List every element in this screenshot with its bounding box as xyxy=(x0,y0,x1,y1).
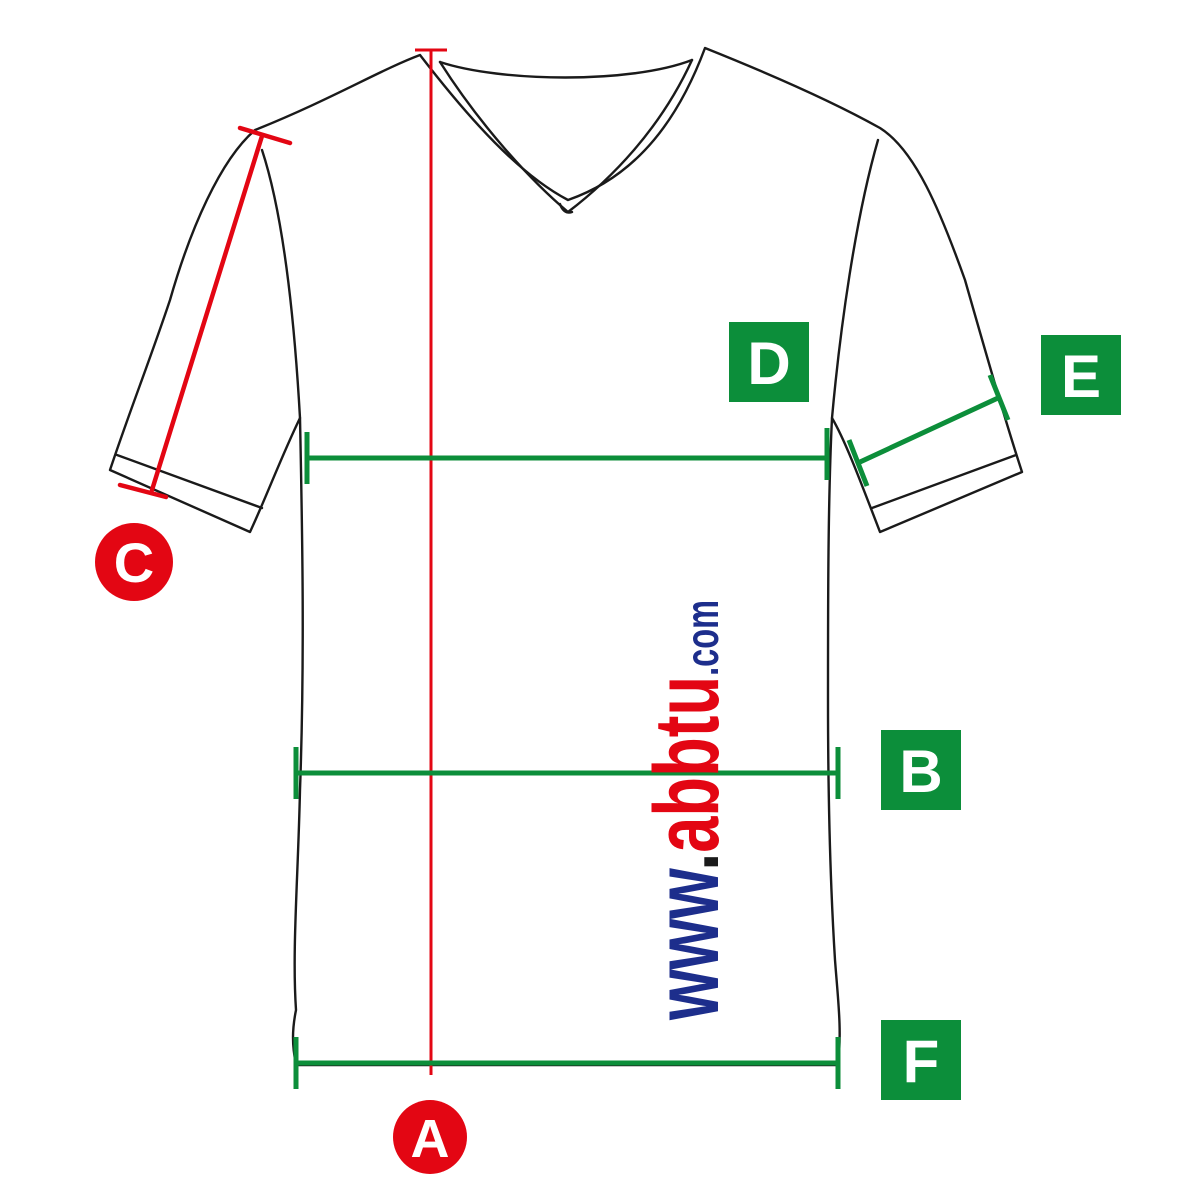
measure-line-e xyxy=(846,374,1011,487)
watermark: www.abbtu.com xyxy=(636,600,738,1021)
measure-c-cap-bottom xyxy=(117,482,169,500)
tshirt-body-outline xyxy=(108,46,1024,1067)
neckline-inner xyxy=(438,58,694,214)
watermark-name: abbtu xyxy=(636,676,738,853)
label-f-marker: F xyxy=(881,1020,961,1100)
label-a-text: A xyxy=(411,1109,450,1169)
label-a-circle xyxy=(393,1100,467,1174)
measure-e-line xyxy=(858,395,1000,465)
label-c-circle xyxy=(95,523,173,601)
measure-line-f xyxy=(293,1037,841,1089)
watermark-text: www.abbtu.com xyxy=(636,600,738,1021)
measure-c-cap-top xyxy=(237,125,293,146)
label-a-marker: A xyxy=(393,1100,467,1174)
measure-c-line xyxy=(149,133,265,493)
label-c-text: C xyxy=(114,531,154,594)
measure-line-d xyxy=(304,428,830,484)
watermark-www: www xyxy=(636,868,738,1021)
measure-line-a xyxy=(415,48,447,1075)
neckline-back xyxy=(438,58,694,79)
measure-line-c xyxy=(117,125,293,500)
label-c-marker: C xyxy=(95,523,173,601)
label-b-box xyxy=(881,730,961,810)
left-armhole-seam xyxy=(260,148,302,420)
label-d-marker: D xyxy=(729,322,809,402)
watermark-tld: .com xyxy=(676,600,728,676)
label-b-text: B xyxy=(899,738,942,805)
right-sleeve-hem xyxy=(870,453,1018,510)
measure-e-cap-right xyxy=(987,374,1011,421)
label-e-text: E xyxy=(1061,343,1101,410)
measure-line-b xyxy=(293,747,841,799)
watermark-dot: . xyxy=(636,853,738,871)
tshirt-outline xyxy=(108,46,1024,1067)
label-d-box xyxy=(729,322,809,402)
left-sleeve-hem xyxy=(115,453,264,510)
measure-e-cap-left xyxy=(846,439,870,487)
right-armhole-seam xyxy=(830,138,880,420)
label-d-text: D xyxy=(747,330,790,397)
label-f-box xyxy=(881,1020,961,1100)
neckline-notch xyxy=(558,202,574,214)
label-b-marker: B xyxy=(881,730,961,810)
label-e-marker: E xyxy=(1041,335,1121,415)
label-e-box xyxy=(1041,335,1121,415)
label-f-text: F xyxy=(903,1028,940,1095)
